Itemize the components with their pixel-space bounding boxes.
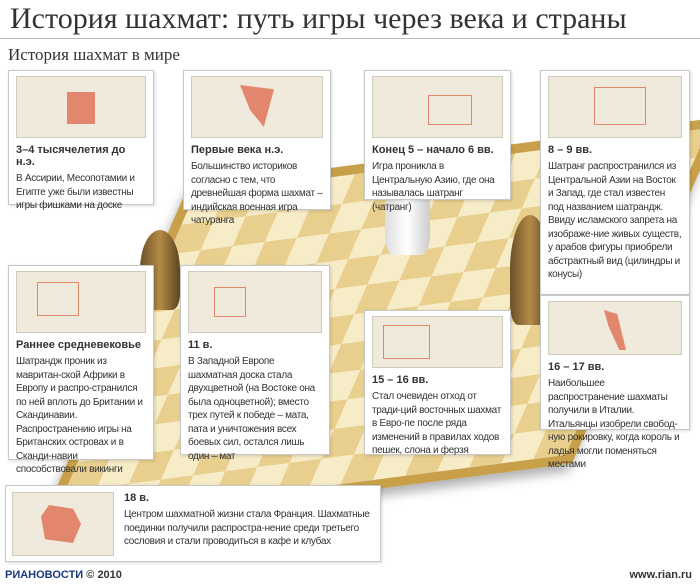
europe-map bbox=[16, 271, 146, 333]
card-period: 3–4 тысячелетия до н.э. bbox=[16, 144, 126, 168]
card-period: 11 в. bbox=[188, 339, 213, 351]
footer-brand: РИАНОВОСТИ © 2010 bbox=[5, 569, 122, 581]
card-period: Раннее средневековье bbox=[16, 339, 142, 351]
france-map bbox=[12, 492, 114, 556]
timeline-card: Раннее средневековье Шатрандж проник из … bbox=[8, 265, 154, 475]
timeline-card: Конец 5 – начало 6 вв. Игра проникла в Ц… bbox=[364, 70, 511, 213]
card-period: 8 – 9 вв. bbox=[548, 144, 593, 156]
card-text: Большинство историков согласно с тем, чт… bbox=[191, 161, 323, 226]
card-period: Первые века н.э. bbox=[191, 144, 284, 156]
card-text: В Западной Европе шахматная доска стала … bbox=[188, 356, 315, 462]
western-europe-map bbox=[188, 271, 322, 333]
footer-url[interactable]: www.rian.ru bbox=[629, 569, 692, 581]
timeline-card: 16 – 17 вв. Наибольшее распространение ш… bbox=[540, 295, 690, 470]
card-text: Наибольшее распространение шахматы получ… bbox=[548, 378, 680, 470]
timeline-card: 11 в. В Западной Европе шахматная доска … bbox=[180, 265, 330, 462]
italy-map bbox=[548, 301, 682, 355]
card-period: 15 – 16 вв. bbox=[372, 374, 429, 386]
card-text: Шатранг распространился из Центральной А… bbox=[548, 161, 682, 280]
page-title: История шахмат: путь игры через века и с… bbox=[10, 2, 627, 35]
copyright: © 2010 bbox=[86, 569, 122, 581]
india-map bbox=[191, 76, 323, 138]
timeline-card: Первые века н.э. Большинство историков с… bbox=[183, 70, 331, 226]
timeline-card: 3–4 тысячелетия до н.э. В Ассирии, Месоп… bbox=[8, 70, 154, 211]
europe-map bbox=[372, 316, 503, 368]
card-period: 16 – 17 вв. bbox=[548, 361, 605, 373]
egypt-map bbox=[16, 76, 146, 138]
subtitle: История шахмат в мире bbox=[8, 45, 180, 64]
card-period: 18 в. bbox=[124, 492, 150, 504]
card-text: В Ассирии, Месопотамии и Египте уже были… bbox=[16, 173, 135, 211]
card-text: Стал очевиден отход от тради-ций восточн… bbox=[372, 391, 501, 456]
asia-map bbox=[548, 76, 682, 138]
timeline-card: 18 в. Центром шахматной жизни стала Фран… bbox=[5, 485, 381, 562]
divider bbox=[0, 38, 700, 39]
card-text: Игра проникла в Центральную Азию, где он… bbox=[372, 161, 495, 213]
card-text: Центром шахматной жизни стала Франция. Ш… bbox=[124, 509, 370, 547]
timeline-card: 15 – 16 вв. Стал очевиден отход от тради… bbox=[364, 310, 511, 456]
ria-logo: РИАНОВОСТИ bbox=[5, 569, 84, 581]
card-period: Конец 5 – начало 6 вв. bbox=[372, 144, 494, 156]
card-text: Шатрандж проник из мавритан-ской Африки … bbox=[16, 356, 143, 475]
central-asia-map bbox=[372, 76, 503, 138]
timeline-card: 8 – 9 вв. Шатранг распространился из Цен… bbox=[540, 70, 690, 295]
